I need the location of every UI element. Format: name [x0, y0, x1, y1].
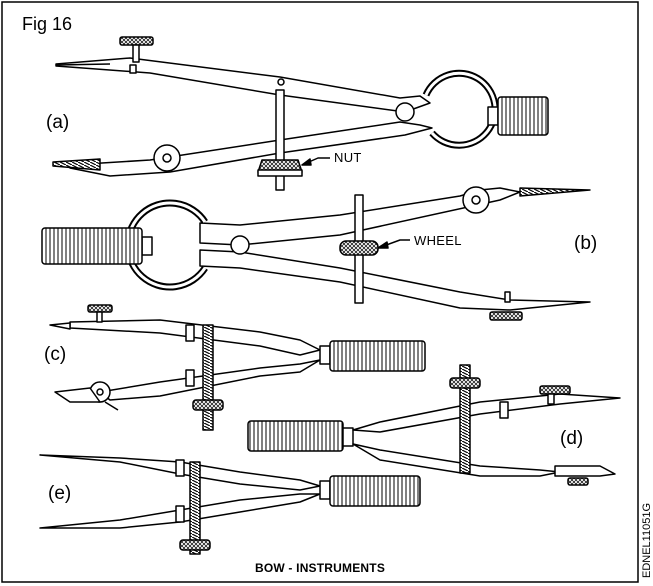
- outer-border: [1, 1, 639, 583]
- wheel-callout: WHEEL: [414, 233, 462, 248]
- instrument-d: [247, 364, 621, 486]
- label-c: (c): [44, 344, 67, 365]
- instrument-a: [52, 36, 549, 191]
- instrument-b: [41, 186, 591, 321]
- label-e: (e): [48, 483, 72, 504]
- nut-callout: NUT: [334, 150, 362, 165]
- figure-code: EDNEL11051G: [641, 502, 653, 578]
- wheel-leader: [377, 239, 410, 249]
- label-d: (d): [560, 428, 584, 449]
- instrument-c: [49, 304, 426, 431]
- figure-caption: BOW - INSTRUMENTS: [254, 561, 386, 575]
- label-a: (a): [46, 112, 70, 133]
- nut-leader: [301, 157, 330, 166]
- label-b: (b): [574, 233, 598, 254]
- figure-title: Fig 16: [22, 14, 73, 34]
- instrument-e: [39, 454, 421, 555]
